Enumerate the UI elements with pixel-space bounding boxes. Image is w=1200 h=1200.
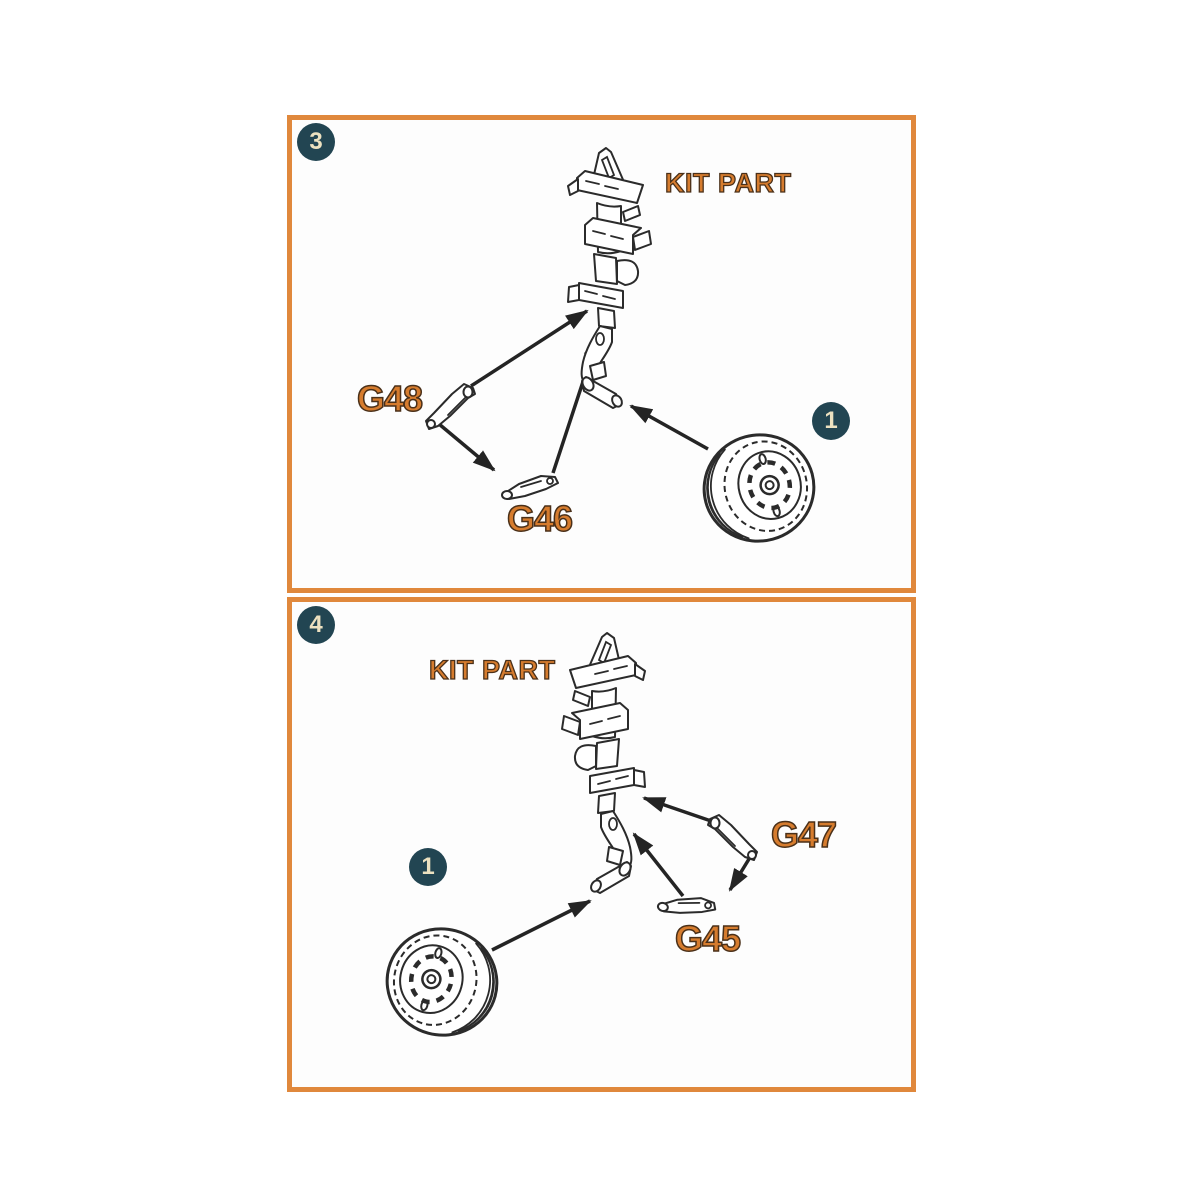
landing-gear-strut-drawing [567,147,652,409]
kit-part-label: KIT PART [428,654,556,685]
part-label-g48: G48 [356,377,424,420]
kit-part-label: KIT PART [664,167,792,198]
link-g45-drawing [656,897,717,914]
torque-link-g47-drawing [707,814,758,861]
torque-link-g48-drawing [425,383,476,430]
landing-gear-strut-drawing [561,632,646,894]
wheel-part-badge: 1 [409,848,447,886]
wheel-part-badge: 1 [812,402,850,440]
step-number-badge: 4 [297,606,335,644]
step-3-panel: 3 KIT PART G48 G46 1 [287,115,916,593]
wheel-drawing [385,927,499,1037]
step-4-diagram [385,632,758,1037]
part-label-g45: G45 [674,917,742,960]
step-4-panel: 4 KIT PART G47 G45 1 [287,597,916,1092]
link-g46-drawing [501,475,559,500]
assembly-arrows [437,309,709,474]
wheel-drawing [702,433,816,543]
step-number-badge: 3 [297,123,335,161]
assembly-arrows [491,796,751,952]
step-3-diagram [425,147,816,543]
part-label-g46: G46 [506,497,574,540]
part-label-g47: G47 [770,813,838,856]
